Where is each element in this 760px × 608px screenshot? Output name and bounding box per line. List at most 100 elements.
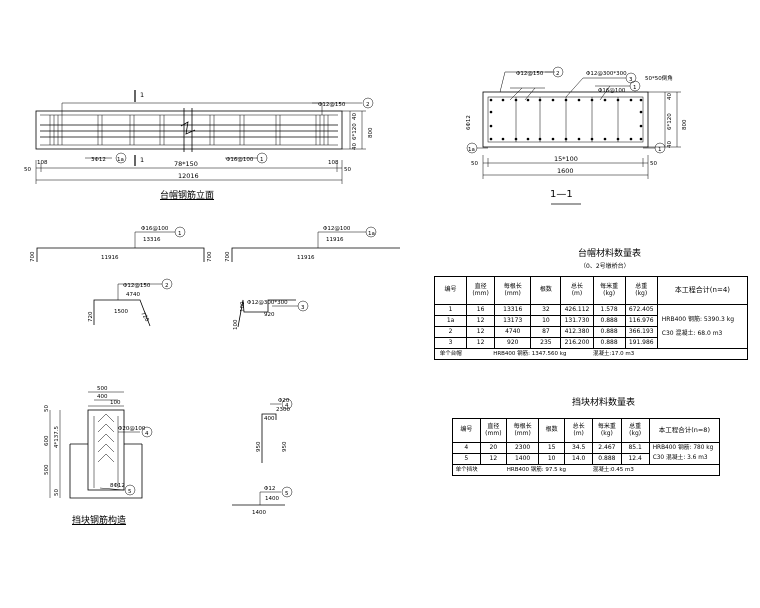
- t2-total-a: HRB400 钢筋: 780 kg: [652, 445, 714, 452]
- cell: 12.4: [620, 453, 650, 465]
- table1: 编号 直径 (mm) 每根长 (mm) 根数 总长 (m) 每米重 (kg) 总…: [433, 276, 749, 360]
- cell: 1.578: [592, 304, 626, 316]
- elev-dim-left-a: 50: [24, 167, 31, 173]
- cell: 235: [530, 337, 562, 349]
- bar3-note: Φ12@300*300: [247, 300, 288, 306]
- t2-totals: HRB400 钢筋: 780 kg C30 混凝土: 3.6 m3: [648, 442, 721, 465]
- bar1a-leg-l: 700: [225, 251, 231, 262]
- cell: 12: [466, 337, 496, 349]
- bar1-no: 1: [178, 231, 182, 237]
- block-h3: 4*137.5: [54, 426, 60, 448]
- bar4-len: 2300: [276, 407, 290, 413]
- t1-h7: 本工程合计(n=4): [656, 276, 749, 305]
- t1-totals: HRB400 钢筋: 5390.3 kg C30 混凝土: 68.0 m3: [656, 304, 749, 349]
- t1-h5: 每米重 (kg): [592, 276, 626, 305]
- bar1-len: 13316: [143, 237, 161, 243]
- bar2-no: 2: [165, 283, 169, 289]
- cell: 366.193: [624, 326, 658, 338]
- bar2-shape: [93, 278, 173, 327]
- t1-h3: 根数: [530, 276, 562, 305]
- bar1a-shape: [231, 226, 400, 262]
- elevation-title: 台帽钢筋立面: [160, 191, 215, 201]
- elev-dim-total: 12016: [178, 172, 199, 180]
- cell: 0.888: [592, 337, 626, 349]
- elev-stirrup-note: Φ16@100: [226, 157, 254, 163]
- sec-bar-mid-no: 1: [633, 85, 637, 91]
- stirrup-ticks: [49, 115, 329, 145]
- cell: 13173: [494, 315, 532, 327]
- bar4-top: 400: [264, 416, 275, 422]
- t2-h5: 每米重 (kg): [592, 418, 622, 443]
- bar2-len: 4740: [126, 292, 140, 298]
- block-h5: 50: [54, 489, 60, 496]
- table2-header-row: 编号 直径 (mm) 每根长 (mm) 根数 总长 (m) 每米重 (kg) 总…: [452, 418, 721, 443]
- sec-bar-mid: Φ16@100: [598, 88, 626, 94]
- elev-dim-side-total: 800: [368, 127, 374, 138]
- cell: 12: [466, 326, 496, 338]
- cell: 116.976: [624, 315, 658, 327]
- t2-h3: 根数: [538, 418, 566, 443]
- bar5-note: Φ12: [264, 486, 275, 492]
- bar5-len: 1400: [265, 496, 279, 502]
- cell: 0.888: [592, 326, 626, 338]
- cell: 16: [466, 304, 496, 316]
- elev-dim-right-b: 50: [344, 167, 351, 173]
- t1-h4: 总长 (m): [560, 276, 594, 305]
- t2-footer-conc: 混凝土:0.45 m3: [592, 464, 720, 476]
- cell: 10: [538, 453, 566, 465]
- elev-top-bar: Φ12@150: [318, 102, 346, 108]
- bar1-span: 11916: [101, 255, 119, 261]
- bar5-shape: [232, 486, 293, 506]
- bar1a-len: 11916: [326, 237, 344, 243]
- table1-footer-row: 单个台帽 HRB400 钢筋: 1347.560 kg 混凝土:17.0 m3: [433, 348, 749, 360]
- block-bar4: Φ20@100: [118, 426, 146, 432]
- cell: 426.112: [560, 304, 594, 316]
- sec-dim-r1: 40: [667, 93, 673, 100]
- sec-bar-top-no: 2: [556, 71, 560, 77]
- block-w1: 500: [97, 386, 108, 392]
- table1-header-row: 编号 直径 (mm) 每根长 (mm) 根数 总长 (m) 每米重 (kg) 总…: [433, 276, 749, 305]
- t2-h2: 每根长 (mm): [506, 418, 540, 443]
- t1-h1: 直径 (mm): [466, 276, 496, 305]
- table2: 编号 直径 (mm) 每根长 (mm) 根数 总长 (m) 每米重 (kg) 总…: [452, 418, 721, 476]
- cell: 0.888: [592, 453, 622, 465]
- bar4-note: Φ20: [278, 398, 290, 404]
- cell: 3: [433, 337, 468, 349]
- cell: 14.0: [564, 453, 594, 465]
- elevation-view: [35, 90, 374, 184]
- cell: 5: [452, 453, 481, 465]
- t1-footer-conc: 混凝土:17.0 m3: [593, 348, 749, 360]
- t1-h2: 每根长 (mm): [494, 276, 532, 305]
- cell: 12: [466, 315, 496, 327]
- block-bar5: 8Φ12: [110, 483, 125, 489]
- cell: 85.1: [620, 442, 650, 454]
- elev-cut-mark-top: 1: [140, 91, 144, 99]
- elev-dim-side-b: 6*120: [352, 123, 358, 140]
- sec-bar-1a: 1a: [468, 147, 475, 153]
- block-bar4-no: 4: [145, 431, 149, 437]
- table2-footer-row: 单个挡块 HRB400 钢筋: 97.5 kg 混凝土:0.45 m3: [452, 464, 720, 476]
- t1-h6: 总重 (kg): [624, 276, 658, 305]
- bar3-leg: 100: [233, 319, 239, 330]
- sec-dim-r-total: 800: [682, 119, 688, 130]
- cell: 13316: [494, 304, 532, 316]
- section-view: [466, 66, 681, 205]
- elev-stirrup-no: 1: [260, 157, 264, 163]
- cell: 32: [530, 304, 562, 316]
- sec-stirrup: Φ12@300*300: [586, 71, 627, 77]
- bar3-no: 3: [301, 305, 305, 311]
- t2-h1: 直径 (mm): [479, 418, 508, 443]
- bar2-note: Φ12@150: [123, 283, 151, 289]
- block-h4: 500: [44, 464, 50, 475]
- t1-footer-label: 单个台帽: [433, 348, 467, 360]
- bar3-shape: [237, 299, 309, 328]
- cell: 1400: [506, 453, 540, 465]
- elev-top-bar-no: 2: [366, 102, 370, 108]
- cell: 2.467: [592, 442, 622, 454]
- cell: 412.380: [560, 326, 594, 338]
- cell: 2300: [506, 442, 540, 454]
- bar3-span: 920: [264, 312, 275, 318]
- cell: 87: [530, 326, 562, 338]
